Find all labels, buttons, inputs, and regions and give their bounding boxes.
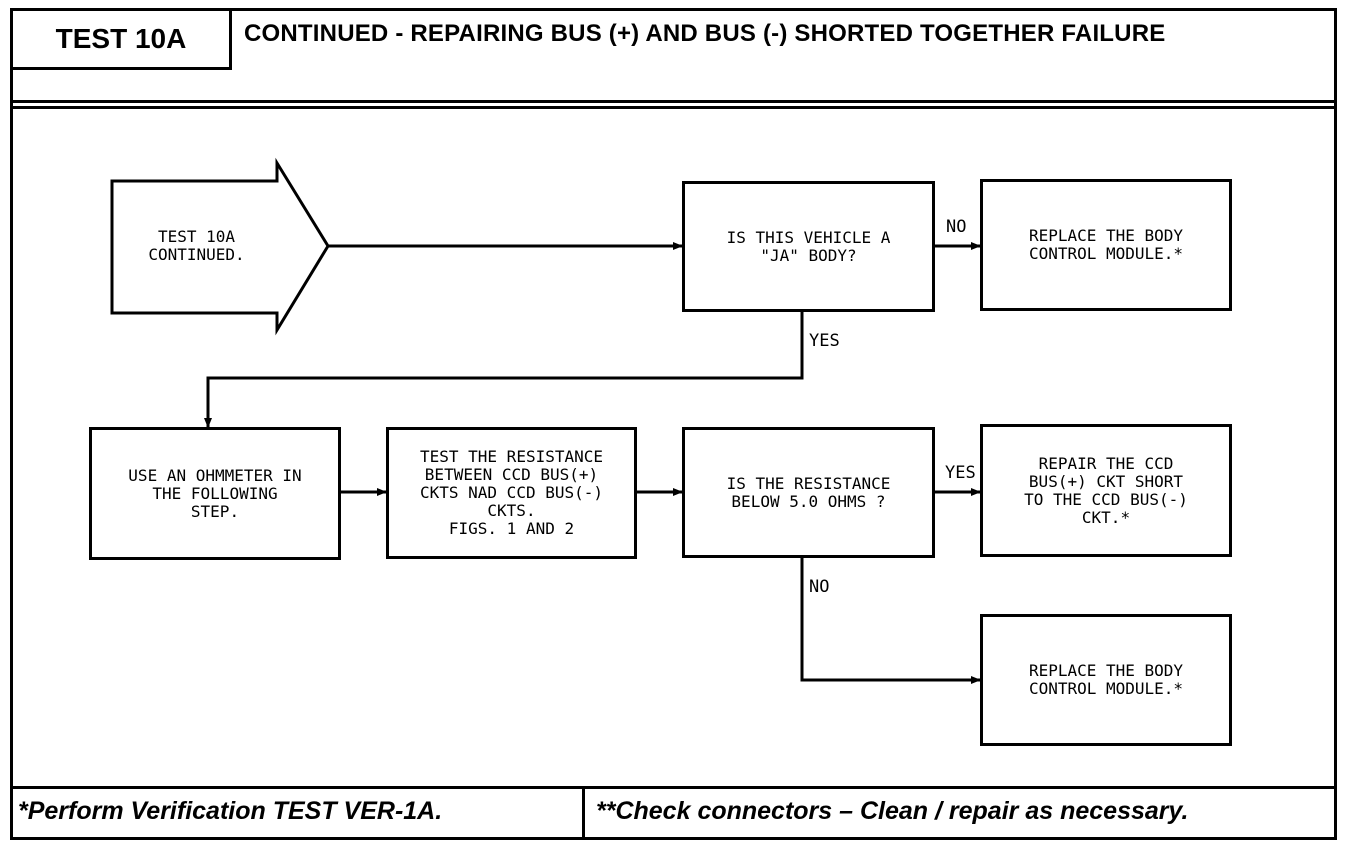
test-id: TEST 10A [55, 23, 187, 54]
footer-divider [10, 786, 1337, 789]
replace-bcm-box-2: REPLACE THE BODY CONTROL MODULE.* [980, 614, 1232, 746]
footer-separator [582, 786, 585, 840]
page-title: CONTINUED - REPAIRING BUS (+) AND BUS (-… [244, 20, 1166, 47]
test-resistance-box: TEST THE RESISTANCE BETWEEN CCD BUS(+) C… [386, 427, 637, 559]
use-ohmmeter-box: USE AN OHMMETER IN THE FOLLOWING STEP. [89, 427, 341, 560]
footer-note-connectors: **Check connectors – Clean / repair as n… [596, 797, 1189, 825]
question-resistance: IS THE RESISTANCE BELOW 5.0 OHMS ? [682, 427, 935, 558]
start-arrow-shape [110, 157, 330, 336]
test-id-box: TEST 10A [10, 8, 232, 70]
label-yes-body: YES [809, 331, 840, 351]
question-resistance-text: IS THE RESISTANCE BELOW 5.0 OHMS ? [726, 473, 891, 511]
header-divider-bottom [10, 106, 1337, 109]
connector-yes-to-ohmmeter [204, 312, 804, 428]
replace-bcm-text-1: REPLACE THE BODY CONTROL MODULE.* [1028, 226, 1184, 263]
page-frame [10, 8, 1337, 840]
repair-short-box: REPAIR THE CCD BUS(+) CKT SHORT TO THE C… [980, 424, 1232, 557]
question-ja-body-text: IS THIS VEHICLE A "JA" BODY? [726, 227, 891, 265]
label-yes-resistance: YES [945, 463, 976, 483]
footer-note-verification: *Perform Verification TEST VER-1A. [18, 797, 443, 825]
replace-bcm-text-2: REPLACE THE BODY CONTROL MODULE.* [1028, 661, 1184, 698]
connector-no-to-replace-2 [800, 558, 981, 684]
question-ja-body: IS THIS VEHICLE A "JA" BODY? [682, 181, 935, 312]
repair-short-text: REPAIR THE CCD BUS(+) CKT SHORT TO THE C… [1024, 453, 1188, 527]
replace-bcm-box-1: REPLACE THE BODY CONTROL MODULE.* [980, 179, 1232, 311]
start-label: TEST 10A CONTINUED. [148, 227, 245, 264]
label-no-body: NO [946, 217, 967, 237]
label-no-resistance: NO [809, 577, 830, 597]
test-resistance-text: TEST THE RESISTANCE BETWEEN CCD BUS(+) C… [419, 447, 604, 538]
use-ohmmeter-text: USE AN OHMMETER IN THE FOLLOWING STEP. [128, 465, 302, 521]
header-divider-top [10, 100, 1337, 103]
